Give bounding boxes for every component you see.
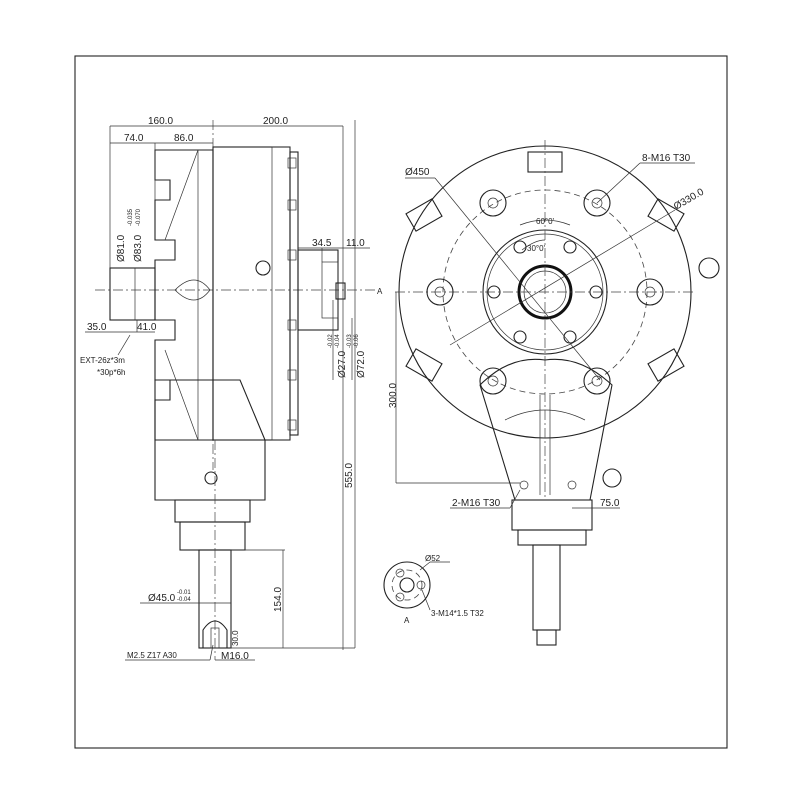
dim-160: 160.0 — [148, 116, 173, 127]
dim-74: 74.0 — [124, 133, 144, 144]
eye-bolt-bottom — [602, 468, 622, 488]
dim-154: 154.0 — [273, 587, 284, 612]
shaft-thread-section — [202, 620, 228, 648]
dim-m16: M16.0 — [221, 651, 249, 662]
dim-dia-27: Ø27.0 — [337, 350, 348, 378]
dim-dia-72: Ø72.0 — [356, 350, 367, 378]
detail-flange — [383, 561, 431, 609]
dim-41: 41.0 — [137, 322, 157, 333]
spline-spec-1: EXT-26z*3m — [80, 356, 125, 365]
dim-555: 555.0 — [344, 463, 355, 488]
lifting-eye — [255, 260, 271, 276]
input-shaft — [109, 267, 156, 321]
fan-fins — [154, 149, 214, 441]
bolts-2-m16: 2-M16 T30 — [452, 498, 501, 509]
tol-upper: -0.02 — [328, 334, 334, 348]
tol-upper: -0.01 — [177, 590, 191, 596]
dim-34-5: 34.5 — [312, 238, 332, 249]
detail-dia-52: Ø52 — [425, 554, 441, 563]
bolts-8-m16: 8-M16 T30 — [642, 153, 691, 164]
main-housing — [212, 146, 291, 441]
spline-spec-2: *30p*6h — [97, 368, 125, 377]
dim-dia-81: Ø81.0 — [116, 234, 127, 262]
detail-a: Ø52 3-M14*1.5 T32 A — [383, 554, 484, 625]
dim-300: 300.0 — [388, 383, 399, 408]
dim-86: 86.0 — [174, 133, 194, 144]
dim-35: 35.0 — [87, 322, 107, 333]
side-view: 160.0 200.0 74.0 86.0 34.5 11.0 Ø81.0 Ø8… — [80, 116, 383, 662]
dim-75: 75.0 — [600, 498, 620, 509]
detail-label-a: A — [404, 616, 410, 625]
drawing-frame — [74, 55, 728, 749]
dim-30: 30.0 — [231, 630, 240, 646]
detail-holes: 3-M14*1.5 T32 — [431, 609, 484, 618]
tol-upper: -0.03 — [347, 334, 353, 348]
lower-gearbox — [154, 379, 266, 501]
tol-upper: -0.035 — [128, 208, 134, 226]
section-mark-a: A — [377, 287, 383, 296]
lower-flange — [179, 521, 246, 551]
tol-lower: -0.06 — [354, 334, 360, 348]
gear-spec: M2.5 Z17 A30 — [127, 651, 177, 660]
gearbox-bracket — [479, 358, 613, 501]
tol-lower: -0.070 — [136, 208, 142, 226]
eye-bolt-right — [698, 257, 720, 279]
dim-dia-330: Ø330.0 — [672, 186, 706, 212]
lug-bolts — [426, 189, 664, 395]
angle-30: 30°0' — [527, 244, 546, 253]
dim-dia-45: Ø45.0 — [148, 593, 176, 604]
dim-11: 11.0 — [346, 238, 365, 249]
front-view: Ø450 8-M16 T30 Ø330.0 60°0' 30°0' 300.0 … — [388, 140, 720, 646]
dim-200: 200.0 — [263, 116, 288, 127]
tol-lower: -0.04 — [335, 334, 341, 348]
tol-lower: -0.04 — [177, 597, 191, 603]
dim-dia-450: Ø450 — [405, 167, 430, 178]
hub-holes — [487, 240, 603, 344]
front-shaft — [532, 544, 561, 631]
flange-windows — [405, 151, 685, 382]
output-shaft — [335, 282, 346, 300]
dim-dia-83: Ø83.0 — [133, 234, 144, 262]
angle-60: 60°0' — [536, 217, 555, 226]
flange-plate — [289, 151, 299, 436]
